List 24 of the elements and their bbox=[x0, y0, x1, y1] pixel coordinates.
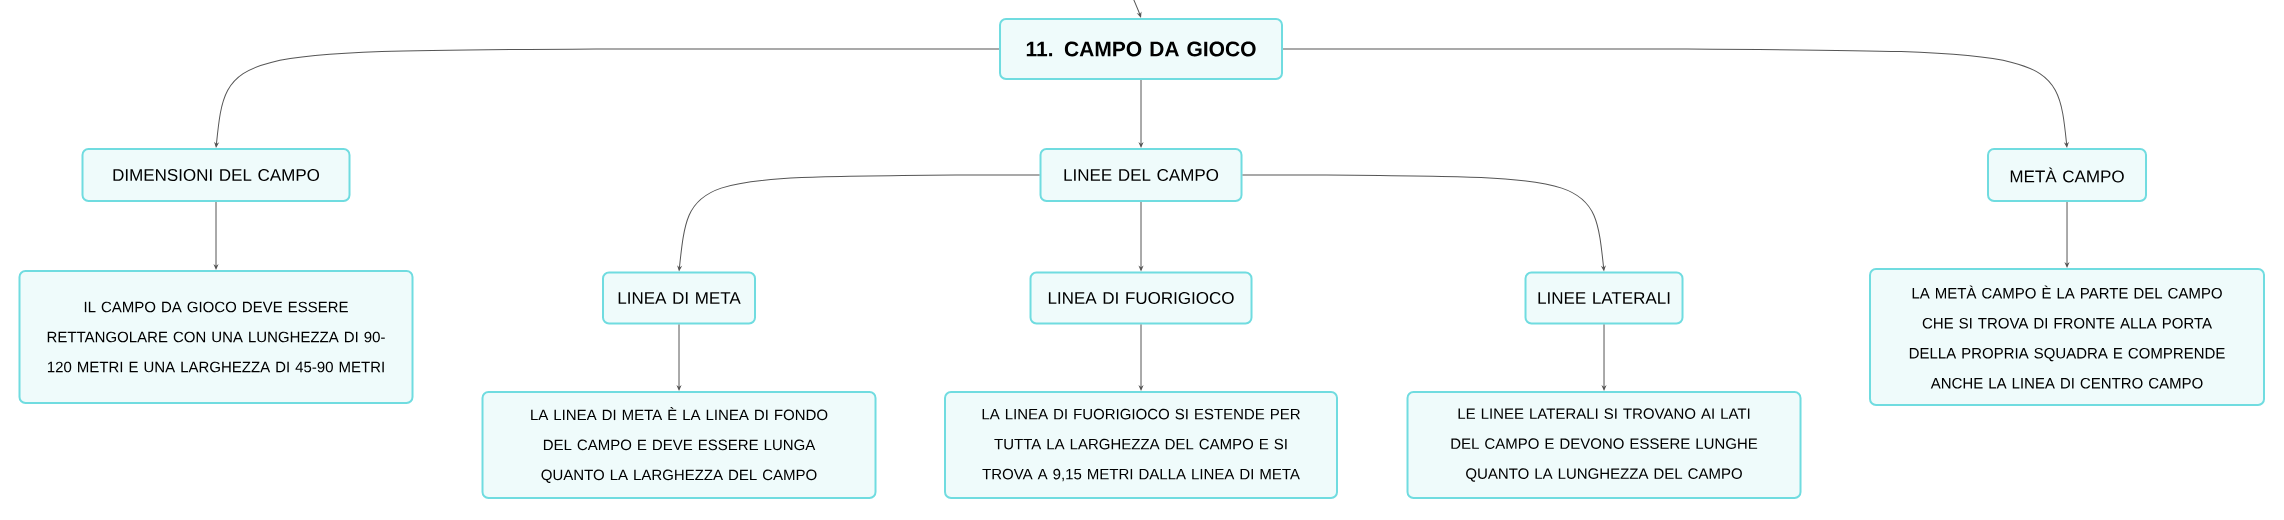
description-box: IL CAMPO DA GIOCO DEVE ESSERE RETTANGOLARE CON UNA LUNGHEZZA DI 90-120 METRI E UNA LARGHEZZA DI 45-90 METRI bbox=[18, 270, 414, 404]
topic-box: LINEA DI FUORIGIOCO bbox=[1029, 271, 1253, 325]
topic-box: LINEA DI META bbox=[602, 271, 756, 325]
connector-arrow bbox=[677, 174, 1040, 271]
connector-arrow bbox=[677, 324, 681, 391]
description-box: LA LINEA DI META È LA LINEA DI FONDO DEL CAMPO E DEVE ESSERE LUNGA QUANTO LA LARGHEZZA DEL CAMPO bbox=[481, 391, 877, 499]
connector-arrow bbox=[1242, 174, 1606, 271]
connector-arrow bbox=[214, 201, 218, 270]
description-box: LE LINEE LATERALI SI TROVANO AI LATI DEL CAMPO E DEVONO ESSERE LUNGHE QUANTO LA LUNGHEZZA DEL CAMPO bbox=[1406, 391, 1802, 499]
connector-arrow bbox=[1132, 0, 1142, 18]
topic-box: LINEE DEL CAMPO bbox=[1039, 148, 1243, 202]
description-box: LA METÀ CAMPO È LA PARTE DEL CAMPO CHE SI TROVA DI FRONTE ALLA PORTA DELLA PROPRIA SQUADRA E COMPRENDE ANCHE LA LINEA DI CENTRO CAMPO bbox=[1869, 268, 2265, 406]
connector-arrow bbox=[2065, 201, 2069, 268]
topic-box: LINEE LATERALI bbox=[1524, 271, 1684, 325]
connector-arrow bbox=[1282, 48, 2069, 148]
topic-box: METÀ CAMPO bbox=[1987, 148, 2147, 202]
connector-arrow bbox=[1602, 324, 1606, 391]
connector-arrow bbox=[1139, 79, 1143, 148]
central-topic-box: 11. CAMPO DA GIOCO bbox=[999, 18, 1283, 80]
connector-arrow bbox=[214, 48, 1000, 148]
connector-arrow bbox=[1139, 201, 1143, 271]
description-box: LA LINEA DI FUORIGIOCO SI ESTENDE PER TUTTA LA LARGHEZZA DEL CAMPO E SI TROVA A 9,15 METRI DALLA LINEA DI META bbox=[944, 391, 1338, 499]
connector-arrow bbox=[1139, 324, 1143, 391]
topic-box: DIMENSIONI DEL CAMPO bbox=[81, 148, 351, 202]
